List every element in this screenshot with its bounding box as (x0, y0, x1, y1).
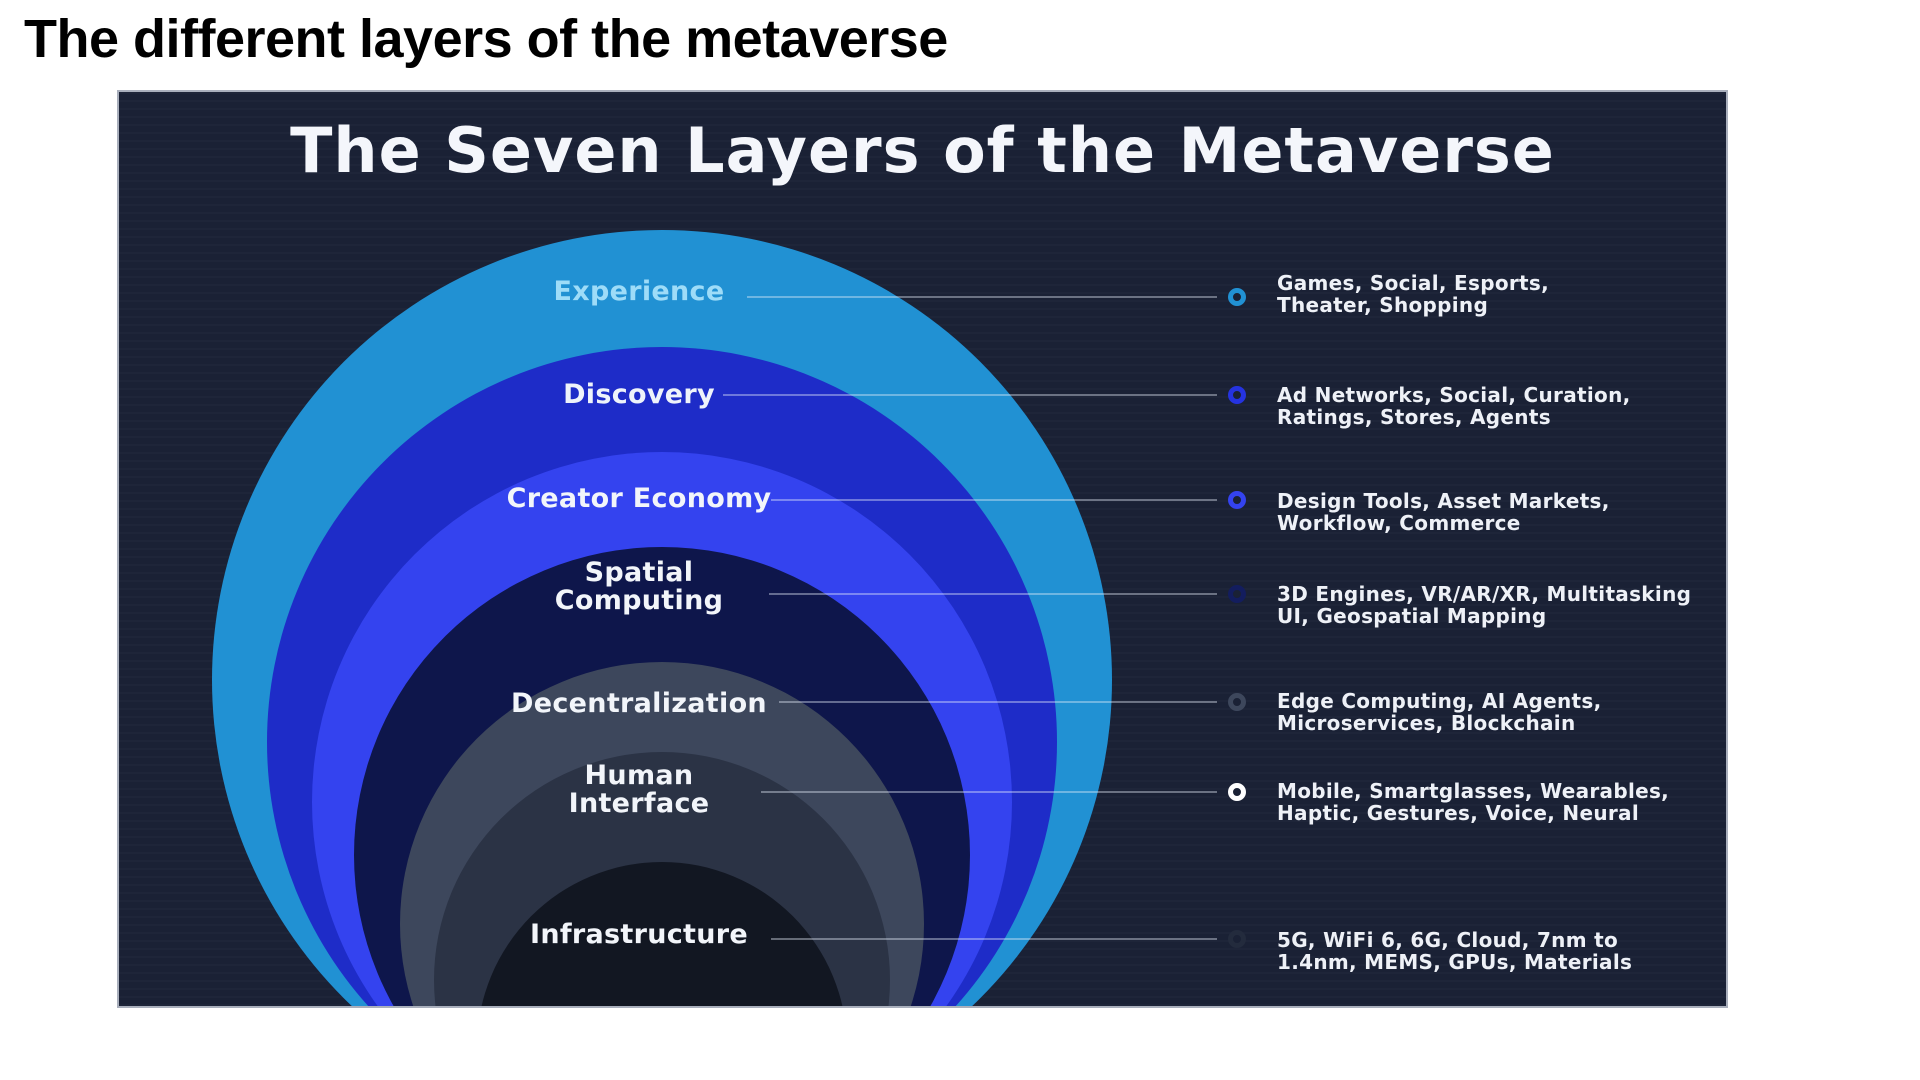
infographic-title: The Seven Layers of the Metaverse (290, 114, 1555, 187)
spatial-computing-ring-icon (1228, 585, 1246, 603)
decentralization-ring-icon (1228, 693, 1246, 711)
connector-line-spatial-computing (769, 593, 1217, 595)
human-interface-ring-icon (1228, 783, 1246, 801)
layer-label-infrastructure: Infrastructure (529, 919, 749, 950)
description-creator-economy: Design Tools, Asset Markets, Workflow, C… (1277, 489, 1610, 535)
connector-line-experience (747, 296, 1217, 298)
connector-line-infrastructure (771, 938, 1217, 940)
layer-label-experience: Experience (553, 276, 725, 307)
connector-line-discovery (723, 394, 1217, 396)
infrastructure-ring-icon (1228, 930, 1246, 948)
description-experience: Games, Social, Esports, Theater, Shoppin… (1277, 271, 1549, 317)
connector-line-creator-economy (771, 499, 1217, 501)
infographic-panel: The Seven Layers of the Metaverse Experi… (117, 90, 1728, 1008)
description-decentralization: Edge Computing, AI Agents, Microservices… (1277, 689, 1602, 735)
layer-label-discovery: Discovery (563, 379, 715, 410)
description-discovery: Ad Networks, Social, Curation, Ratings, … (1277, 383, 1631, 429)
creator-economy-ring-icon (1228, 491, 1246, 509)
layer-label-human-interface: Human Interface (568, 760, 710, 819)
page-title: The different layers of the metaverse (24, 9, 948, 69)
description-spatial-computing: 3D Engines, VR/AR/XR, Multitasking UI, G… (1277, 582, 1692, 628)
description-infrastructure: 5G, WiFi 6, 6G, Cloud, 7nm to 1.4nm, MEM… (1277, 928, 1633, 974)
experience-ring-icon (1228, 288, 1246, 306)
layer-label-creator-economy: Creator Economy (506, 483, 772, 514)
discovery-ring-icon (1228, 386, 1246, 404)
description-human-interface: Mobile, Smartglasses, Wearables, Haptic,… (1277, 779, 1670, 825)
connector-line-decentralization (779, 701, 1217, 703)
layer-label-decentralization: Decentralization (511, 688, 767, 719)
connector-line-human-interface (761, 791, 1217, 793)
layer-label-spatial-computing: Spatial Computing (554, 557, 724, 616)
